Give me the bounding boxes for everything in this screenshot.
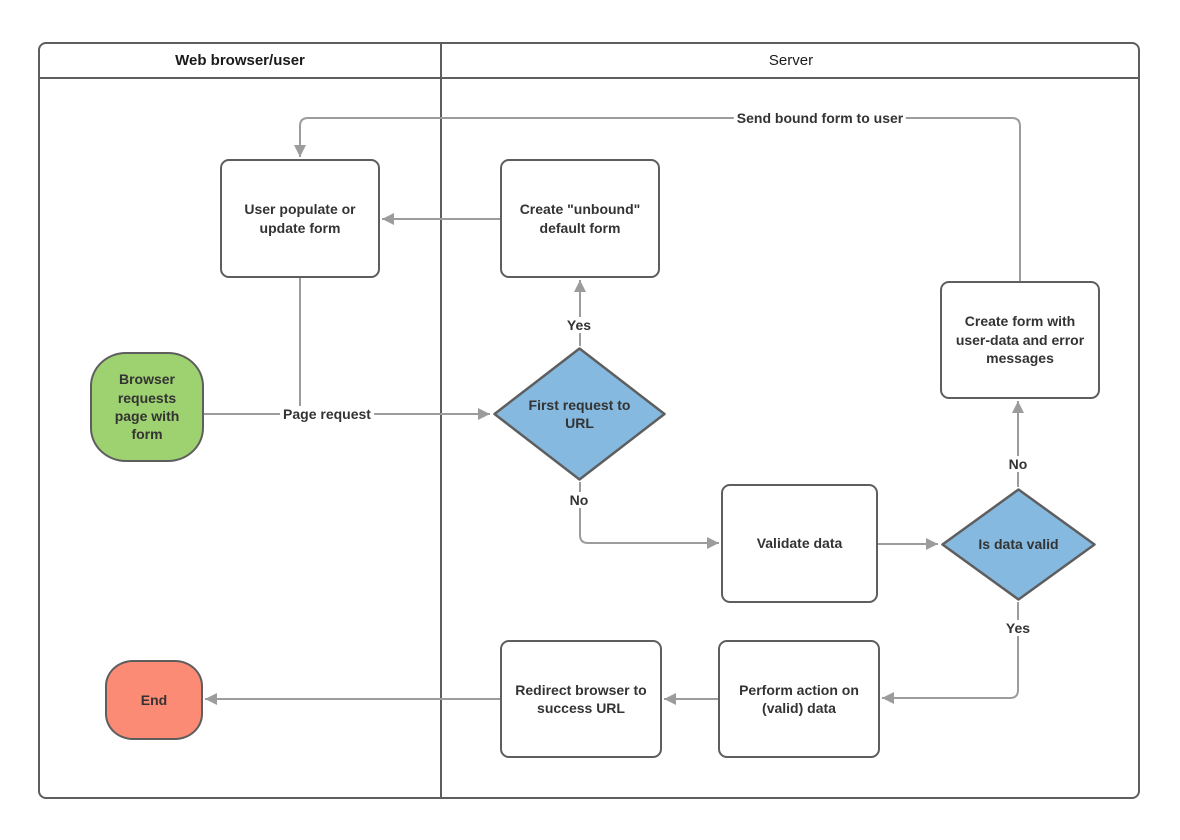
lane-title-web-browser-user: Web browser/user [175, 52, 305, 69]
swimlane-frame: Web browser/user Server [38, 42, 1140, 799]
process-create-unbound-label: Create "unbound" default form [519, 201, 641, 236]
decision-first-request-shape [493, 347, 666, 481]
process-create-form-errors-label: Create form with user-data and error mes… [955, 313, 1085, 367]
decision-is-data-valid: Is data valid [940, 487, 1097, 602]
process-perform-action-label: Perform action on (valid) data [739, 681, 859, 716]
decision-is-data-valid-shape [941, 488, 1096, 601]
edge-label-page-request: Page request [280, 406, 374, 422]
process-create-unbound: Create "unbound" default form [500, 159, 660, 278]
edge-label-is-valid-no: No [1005, 456, 1031, 472]
process-validate-data: Validate data [721, 484, 878, 603]
decision-first-request: First request to URL [492, 346, 667, 482]
process-redirect-browser: Redirect browser to success URL [500, 640, 662, 758]
edge-label-first-request-no: No [566, 492, 592, 508]
decision-is-data-valid-label: Is data valid [978, 536, 1059, 553]
edge-label-is-valid-yes: Yes [1002, 620, 1034, 636]
decision-first-request-label: First request to URL [528, 396, 631, 431]
process-create-form-errors: Create form with user-data and error mes… [940, 281, 1100, 399]
process-user-populate-label: User populate or update form [244, 201, 356, 236]
process-redirect-browser-label: Redirect browser to success URL [515, 681, 647, 716]
end-terminator-label: End [140, 691, 168, 708]
edge-label-first-request-yes: Yes [563, 317, 595, 333]
lane-divider [440, 44, 442, 797]
process-user-populate: User populate or update form [220, 159, 380, 278]
end-terminator: End [105, 660, 203, 740]
start-terminator: Browser requests page with form [90, 352, 204, 462]
process-perform-action: Perform action on (valid) data [718, 640, 880, 758]
lane-title-server: Server [768, 52, 814, 69]
edge-label-send-bound-form: Send bound form to user [733, 110, 907, 126]
process-validate-data-label: Validate data [756, 535, 843, 552]
lane-header-separator [40, 77, 1138, 79]
start-terminator-label: Browser requests page with form [114, 371, 180, 443]
